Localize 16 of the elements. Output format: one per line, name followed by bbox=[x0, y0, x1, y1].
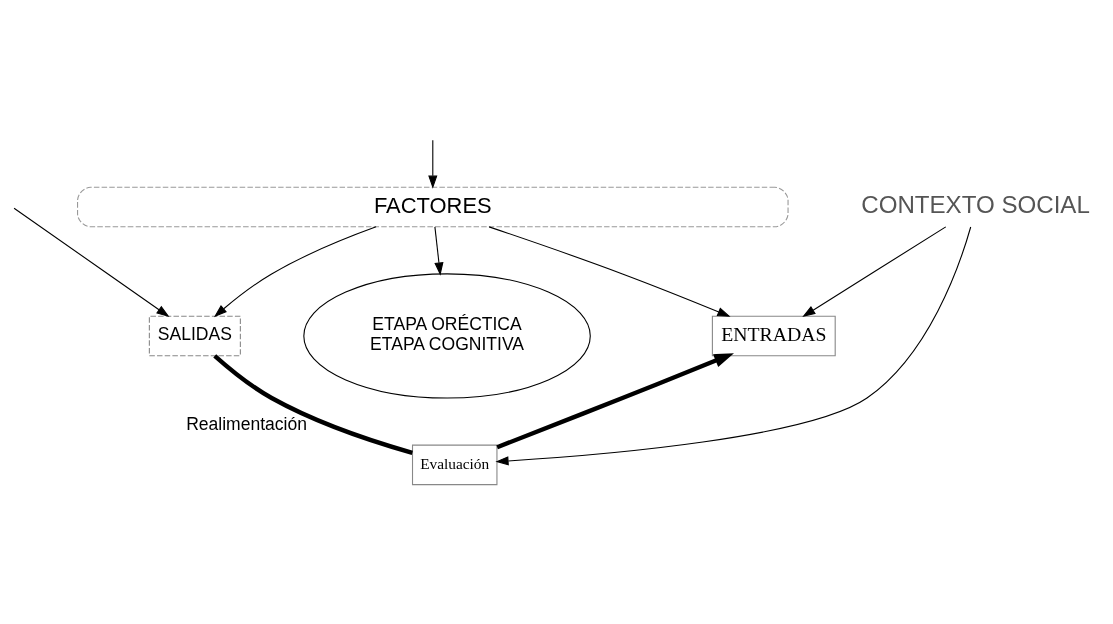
node-box: FACTORES bbox=[77, 186, 789, 228]
arrow bbox=[488, 226, 731, 317]
arrow bbox=[428, 139, 438, 189]
node-text: CONTEXTO SOCIAL bbox=[861, 191, 1090, 219]
node-box: SALIDAS bbox=[148, 315, 241, 357]
node-box: Evaluación bbox=[411, 444, 498, 486]
arrow bbox=[496, 353, 734, 450]
arrow bbox=[213, 226, 377, 318]
node-box: ENTRADAS bbox=[711, 315, 836, 357]
arrow bbox=[434, 226, 444, 276]
edge-label: Realimentación bbox=[186, 414, 307, 434]
node-ellipse: ETAPA ORÉCTICA ETAPA COGNITIVA bbox=[303, 273, 591, 399]
arrow bbox=[495, 226, 972, 466]
connector bbox=[213, 354, 413, 455]
arrow bbox=[13, 207, 170, 318]
arrow bbox=[802, 226, 947, 317]
